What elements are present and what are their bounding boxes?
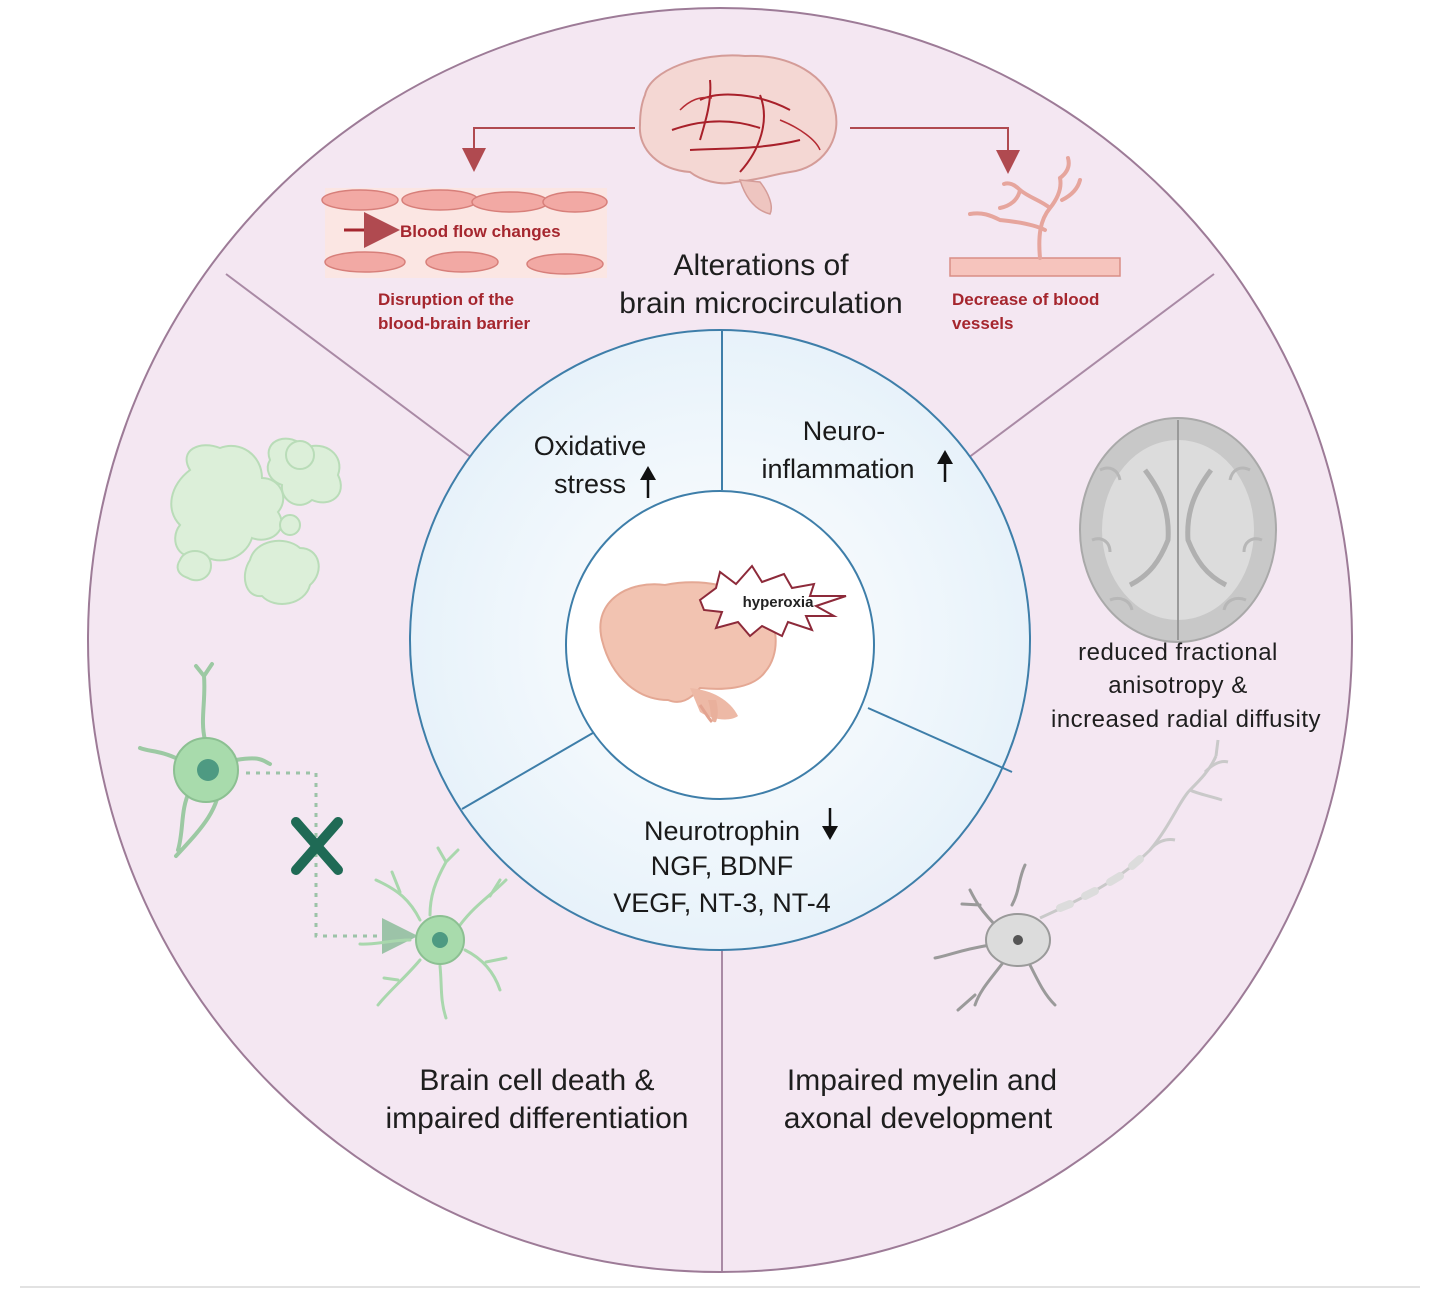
right-panel-line2: anisotropy & (1108, 672, 1247, 699)
neuroinflammation-label-line1: Neuro- (803, 416, 886, 446)
blood-flow-label: Blood flow changes (400, 222, 561, 241)
hyperoxia-label: hyperoxia (743, 594, 815, 611)
neurotrophin-label-line2: NGF, BDNF (651, 851, 794, 881)
segment-bottom-left-title-line1: Brain cell death & (419, 1064, 654, 1097)
cross-mark-icon (291, 817, 343, 875)
vessels-label-line2: vessels (952, 314, 1013, 333)
inner-divider-right (867, 707, 1013, 773)
oxidative-label-line1: Oxidative (534, 431, 647, 461)
inner-divider-left (461, 729, 599, 810)
oxidative-label-line2: stress (554, 469, 626, 499)
segment-bottom-left-title-line2: impaired differentiation (386, 1102, 689, 1135)
outer-divider-left (225, 273, 473, 459)
neuron-axon-icon (933, 739, 1229, 1012)
segment-top-title-line2: brain microcirculation (619, 287, 902, 320)
bbb-label-line1: Disruption of the (378, 290, 514, 309)
top-brain-icon (638, 54, 838, 215)
neurotrophin-label-line1: Neurotrophin (644, 816, 800, 846)
arrow-to-bbb (462, 127, 635, 172)
bbb-label-line2: blood-brain barrier (378, 314, 530, 333)
arrow-up-icon (937, 450, 953, 482)
arrow-up-icon (640, 466, 656, 498)
arrow-down-icon (822, 808, 838, 840)
segment-bottom-right-title-line1: Impaired myelin and (787, 1064, 1057, 1097)
dying-cells-icon (170, 437, 342, 605)
hyperoxia-burst-icon (698, 564, 847, 638)
segment-bottom-right-title-line2: axonal development (784, 1102, 1053, 1135)
outer-divider-right (967, 273, 1215, 459)
vessels-label-line1: Decrease of blood (952, 290, 1099, 309)
differentiated-cell-icon (358, 846, 508, 1020)
arrow-to-vessels (850, 127, 1020, 174)
right-panel-line3: increased radial diffusity (1051, 706, 1321, 733)
neurotrophin-label-line3: VEGF, NT-3, NT-4 (613, 888, 831, 918)
progenitor-cell-icon (138, 662, 272, 858)
neuroinflammation-label-line2: inflammation (761, 454, 914, 484)
segment-top-title-line1: Alterations of (673, 249, 849, 282)
vessel-icon (949, 156, 1121, 277)
right-panel-line1: reduced fractional (1078, 639, 1278, 666)
brain-section-icon (1079, 417, 1277, 643)
